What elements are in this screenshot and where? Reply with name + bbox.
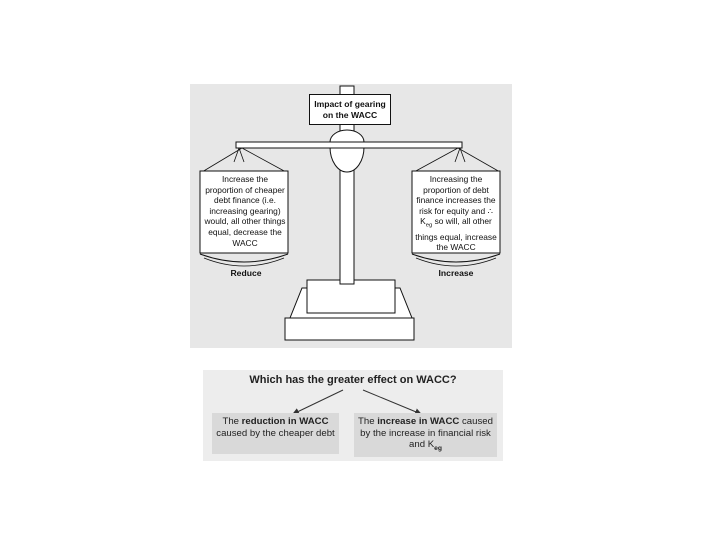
- answer-right-sub: eg: [434, 445, 442, 453]
- answer-right-post: caused by the increase in financial risk…: [360, 416, 493, 451]
- right-pan-text-sub: eg: [425, 223, 433, 230]
- scale-post: [339, 169, 355, 285]
- arrow-right: [362, 389, 422, 415]
- answer-left-bold: reduction in WACC: [241, 416, 329, 427]
- reduce-label: Reduce: [230, 268, 262, 278]
- right-pan-dish: [411, 253, 501, 263]
- arrow-left: [292, 389, 344, 415]
- scale-pivot: [329, 146, 365, 173]
- left-pan-box: [199, 170, 289, 254]
- right-pan-box: [411, 170, 501, 254]
- question-panel: Which has the greater effect on WACC? Th…: [203, 370, 503, 461]
- right-pan-text-post: so will, all other things equal, increas…: [415, 216, 497, 253]
- answer-left-post: caused by the cheaper debt: [216, 427, 335, 439]
- left-pan-text: Increase the proportion of cheaper debt …: [202, 174, 288, 248]
- answer-left-pre: The: [222, 416, 242, 427]
- right-pan-text-pre: Increasing the proportion of debt financ…: [416, 174, 496, 227]
- answer-left-box: The reduction in WACC caused by the chea…: [212, 413, 339, 454]
- scale-title: Impact of gearing on the WACC: [314, 99, 386, 120]
- left-pan-dish: [199, 253, 289, 263]
- answer-right-box: The increase in WACC caused by the incre…: [354, 413, 497, 457]
- increase-label: Increase: [438, 268, 474, 278]
- scale-beam: [235, 141, 463, 149]
- scale-diagram-panel: Impact of gearing on the WACC Increase t…: [190, 84, 512, 348]
- left-pan-text-content: Increase the proportion of cheaper debt …: [204, 174, 286, 248]
- scale-base-lower: [284, 317, 415, 341]
- question-title: Which has the greater effect on WACC?: [249, 374, 457, 386]
- answer-right-pre: The: [358, 416, 378, 427]
- answer-right-bold: increase in WACC: [377, 416, 460, 427]
- scale-base-top: [306, 279, 396, 314]
- question-arrows: [292, 389, 422, 415]
- right-pan-text: Increasing the proportion of debt financ…: [413, 174, 499, 253]
- scale-title-box: Impact of gearing on the WACC: [309, 94, 391, 125]
